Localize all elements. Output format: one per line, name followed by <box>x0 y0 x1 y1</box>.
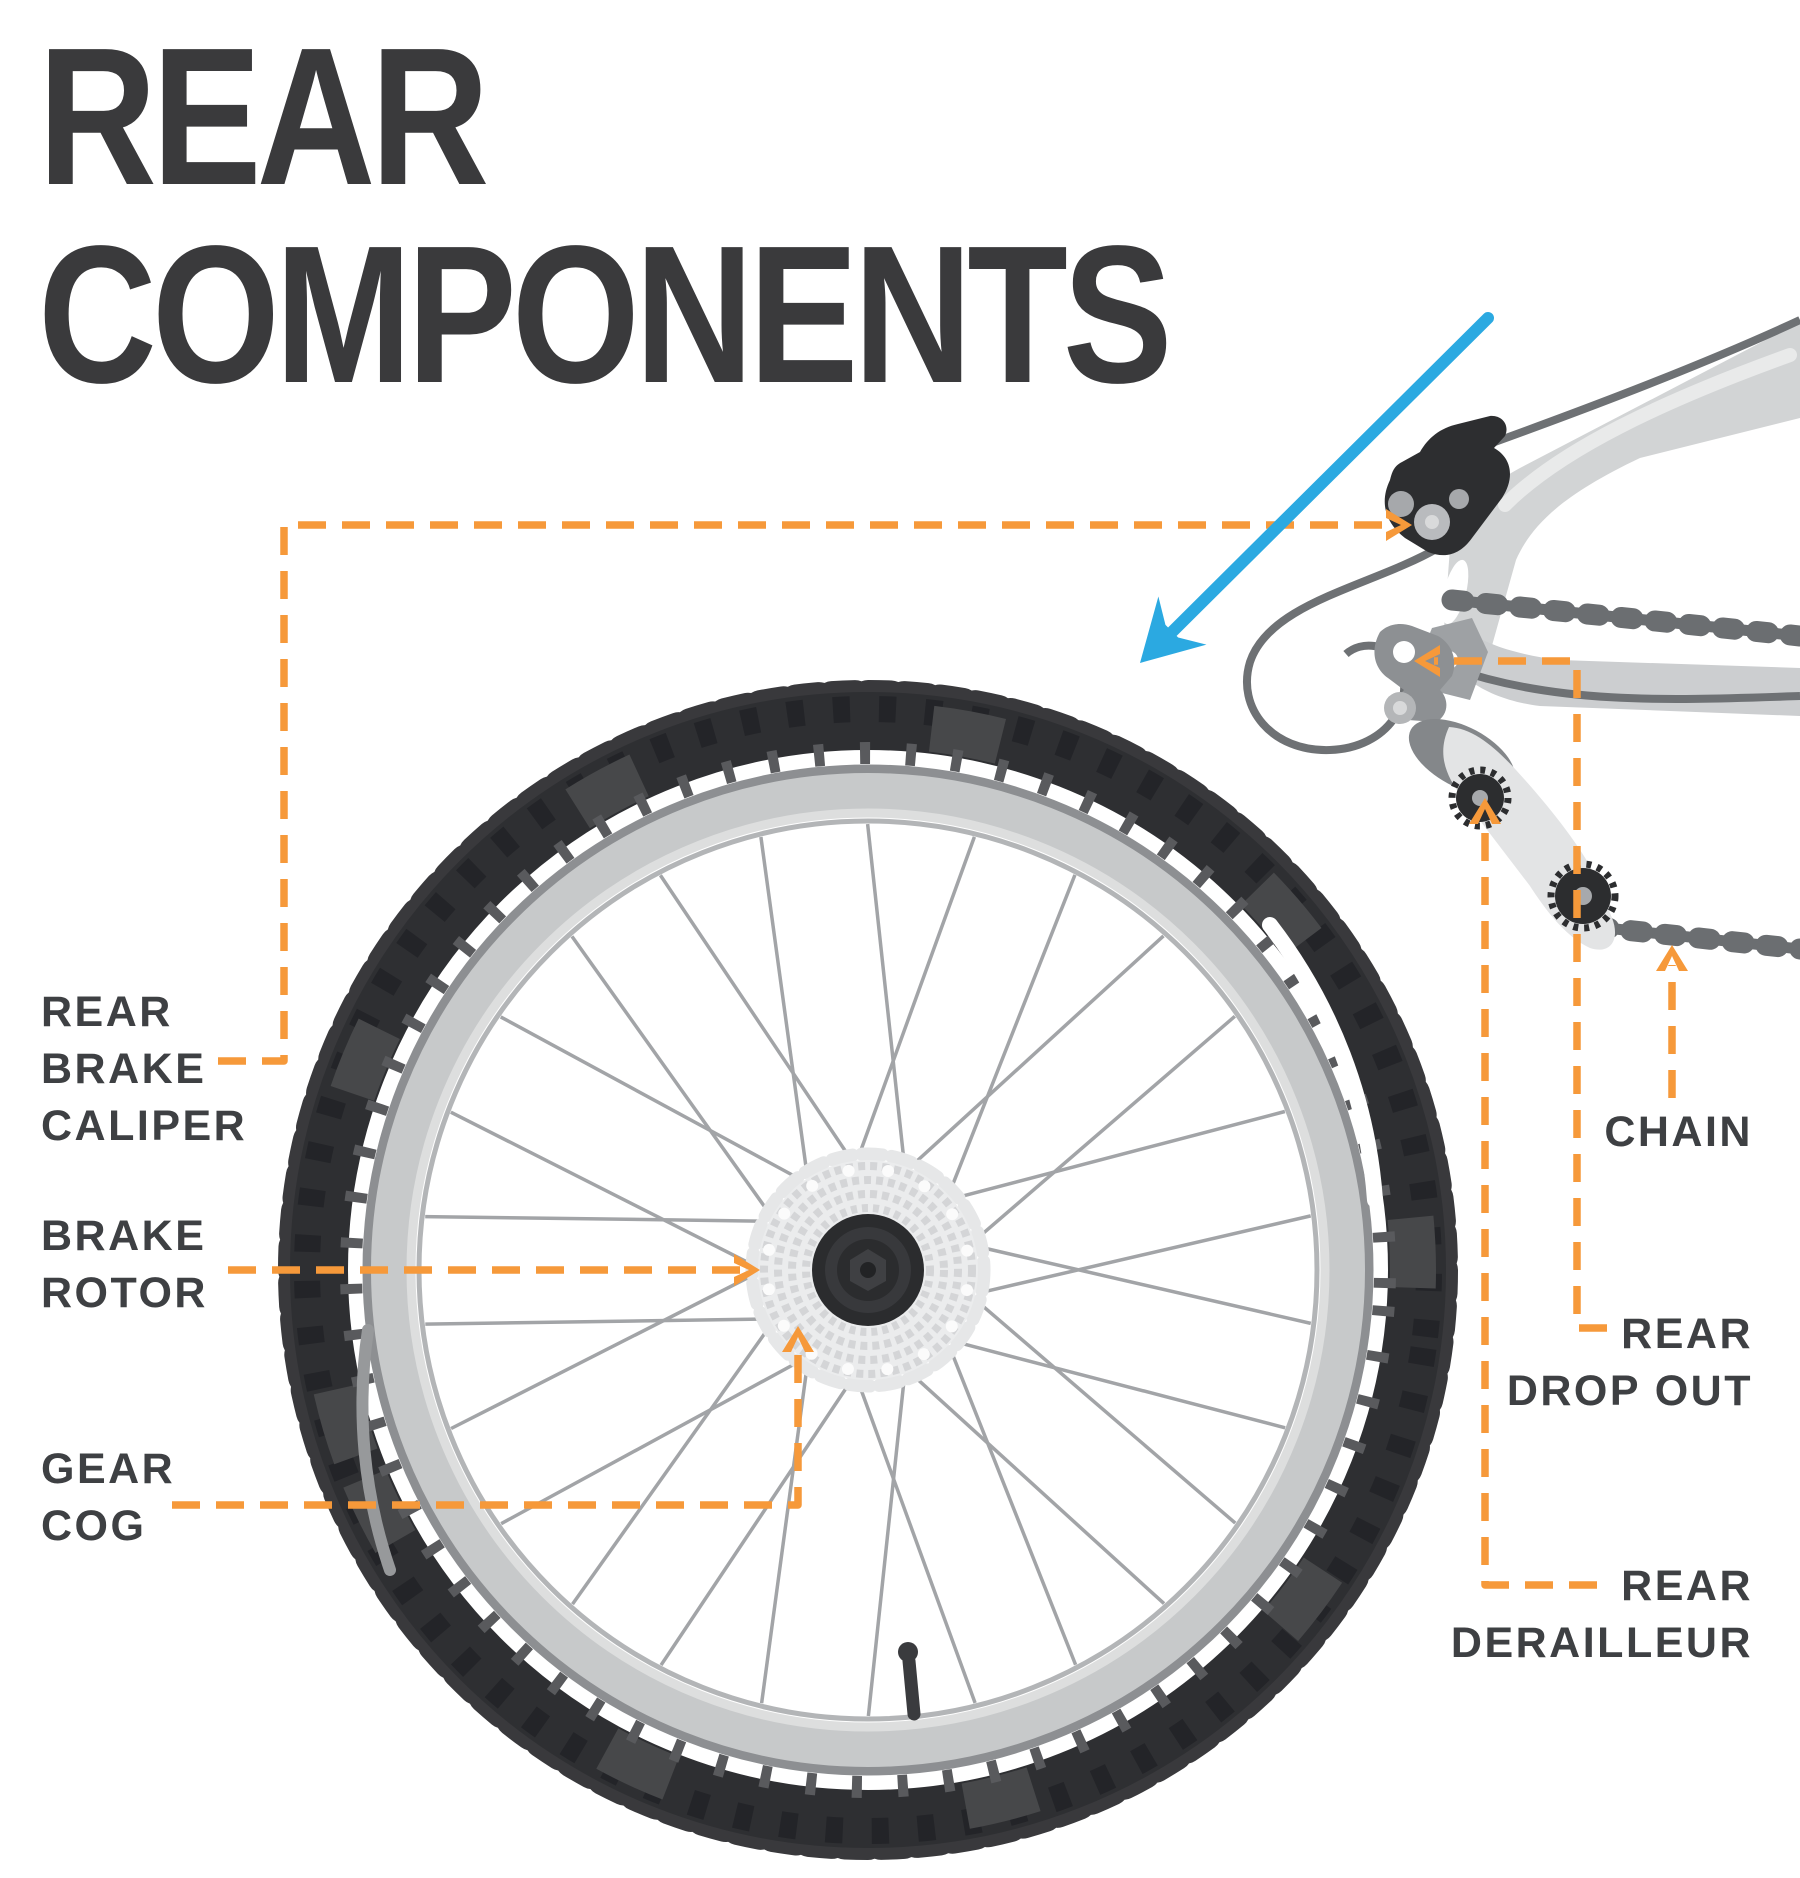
leader-rear-drop-out <box>1434 657 1607 1332</box>
label-brake-rotor: BRAKE ROTOR <box>41 1208 208 1322</box>
wheel-illustration <box>278 680 1458 1860</box>
arrowhead-rear-derailleur-icon <box>1469 798 1501 824</box>
label-brake-rotor-line1: BRAKE <box>41 1212 207 1260</box>
frame-illustration <box>1242 316 1800 960</box>
label-rear-brake-caliper-line2: BRAKE <box>41 1045 207 1093</box>
arrowhead-rear-drop-out-icon <box>1414 645 1440 677</box>
arrowhead-chain-icon <box>1656 945 1688 971</box>
page-title-line1: REAR <box>38 7 489 226</box>
seat-stay <box>1443 322 1800 667</box>
label-rear-drop-out: REAR DROP OUT <box>1507 1306 1753 1420</box>
label-rear-drop-out-line1: REAR <box>1621 1310 1753 1358</box>
leader-arrowheads <box>734 509 1688 1352</box>
chain-upper <box>1441 589 1800 647</box>
label-gear-cog: GEAR COG <box>41 1441 175 1555</box>
rim-highlight <box>1262 917 1383 1208</box>
label-rear-derailleur-line2: DERAILLEUR <box>1450 1619 1753 1667</box>
page-title: REAR COMPONENTS <box>38 7 1173 424</box>
label-rear-derailleur: REAR DERAILLEUR <box>1451 1558 1753 1672</box>
label-gear-cog-line1: GEAR <box>41 1445 176 1493</box>
leader-rear-brake-caliper <box>218 521 1392 1065</box>
chainstay-cable <box>1450 664 1800 703</box>
chain-stay <box>1441 622 1800 716</box>
spokes <box>425 823 1312 1717</box>
label-rear-derailleur-line1: REAR <box>1621 1562 1753 1610</box>
chain-lower <box>1586 916 1800 960</box>
page-title-line2: COMPONENTS <box>38 205 1173 424</box>
tire <box>278 680 1458 1860</box>
label-gear-cog-line2: COG <box>41 1502 147 1550</box>
label-chain-line1: CHAIN <box>1604 1108 1753 1156</box>
blue-arrow-icon <box>1140 312 1494 663</box>
rim-shadow <box>356 1324 396 1576</box>
leader-lines <box>172 521 1676 1589</box>
label-chain: CHAIN <box>1604 1104 1753 1161</box>
arrowhead-gear-cog-icon <box>782 1326 814 1352</box>
rear-brake-caliper-part <box>1384 415 1510 556</box>
arrowhead-rear-brake-caliper-icon <box>1386 509 1412 541</box>
label-rear-drop-out-line2: DROP OUT <box>1506 1367 1753 1415</box>
leader-rear-derailleur <box>1481 818 1597 1589</box>
leader-gear-cog <box>172 1346 802 1509</box>
arrowhead-brake-rotor-icon <box>734 1254 760 1286</box>
cassette-holes <box>762 1164 974 1376</box>
label-brake-rotor-line2: ROTOR <box>41 1269 208 1317</box>
label-rear-brake-caliper: REAR BRAKE CALIPER <box>41 984 247 1155</box>
valve-stem <box>898 1642 921 1721</box>
hub <box>812 1214 924 1326</box>
label-rear-brake-caliper-line1: REAR <box>41 988 173 1036</box>
label-rear-brake-caliper-line3: CALIPER <box>41 1102 248 1150</box>
seat-stay-highlight <box>1498 348 1797 512</box>
